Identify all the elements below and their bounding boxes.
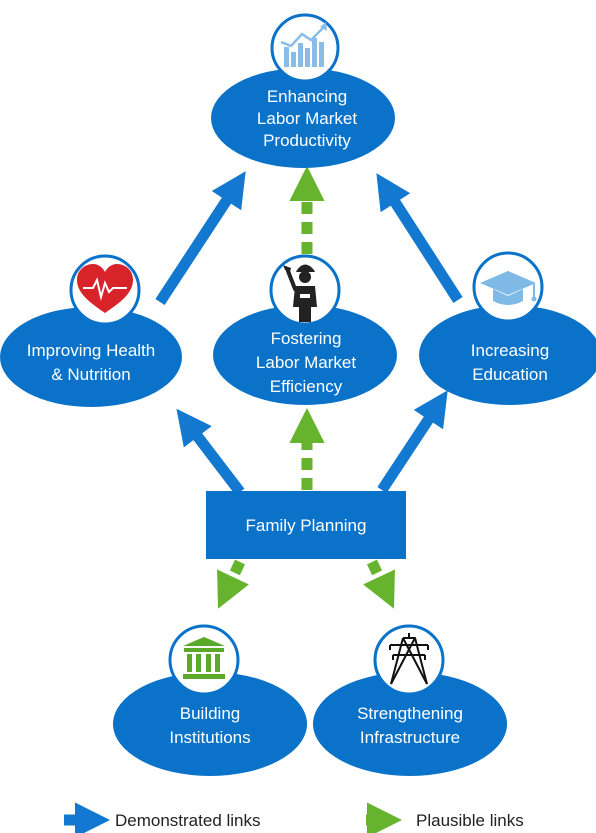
- node-health: Improving Health & Nutrition: [0, 254, 182, 407]
- node-efficiency: Fostering Labor Market Efficiency: [213, 254, 397, 405]
- node-label-line: Labor Market: [257, 109, 357, 128]
- node-label-line: Efficiency: [270, 377, 343, 396]
- node-ellipse: [419, 305, 596, 405]
- worker-icon: [269, 254, 341, 326]
- link-family-planning-to-institutions: [217, 559, 249, 609]
- legend: Demonstrated links Plausible links: [64, 802, 524, 833]
- node-label-line: Increasing: [471, 341, 549, 360]
- node-label-line: Improving Health: [27, 341, 156, 360]
- node-family-planning: Family Planning: [206, 491, 406, 559]
- node-label-line: Family Planning: [246, 516, 367, 535]
- legend-plausible: Plausible links: [366, 802, 524, 833]
- node-label-line: Education: [472, 365, 548, 384]
- node-label-line: Fostering: [271, 329, 342, 348]
- heart-icon: [69, 254, 141, 326]
- legend-demonstrated-label: Demonstrated links: [115, 811, 261, 830]
- link-family-planning-to-infrastructure: [363, 559, 395, 609]
- node-label-line: Productivity: [263, 131, 351, 150]
- node-ellipse: [211, 68, 395, 168]
- links: [155, 165, 463, 609]
- node-label-line: Labor Market: [256, 353, 356, 372]
- power-tower-icon: [373, 624, 445, 696]
- node-ellipse: [313, 672, 507, 776]
- graduation-cap-icon: [472, 251, 544, 323]
- link-health-to-productivity: [155, 171, 246, 306]
- node-label-line: & Nutrition: [51, 365, 130, 384]
- node-label-line: Infrastructure: [360, 728, 460, 747]
- node-infrastructure: Strengthening Infrastructure: [313, 624, 507, 776]
- institution-icon: [168, 624, 240, 696]
- node-ellipse: [213, 305, 397, 405]
- chart-icon: [270, 13, 340, 83]
- node-institutions: Building Institutions: [113, 624, 307, 776]
- node-ellipse: [0, 307, 182, 407]
- legend-demonstrated: Demonstrated links: [64, 802, 261, 833]
- legend-plausible-label: Plausible links: [416, 811, 524, 830]
- node-label-line: Enhancing: [267, 87, 347, 106]
- node-education: Increasing Education: [419, 251, 596, 405]
- family-planning-box: [206, 491, 406, 559]
- node-label-line: Building: [180, 704, 241, 723]
- node-label-line: Strengthening: [357, 704, 463, 723]
- node-label-line: Institutions: [169, 728, 250, 747]
- link-family-planning-to-health: [176, 408, 245, 496]
- node-ellipse: [113, 672, 307, 776]
- link-family-planning-to-education: [377, 390, 448, 494]
- link-education-to-productivity: [376, 173, 463, 303]
- node-productivity: Enhancing Labor Market Productivity: [211, 13, 395, 168]
